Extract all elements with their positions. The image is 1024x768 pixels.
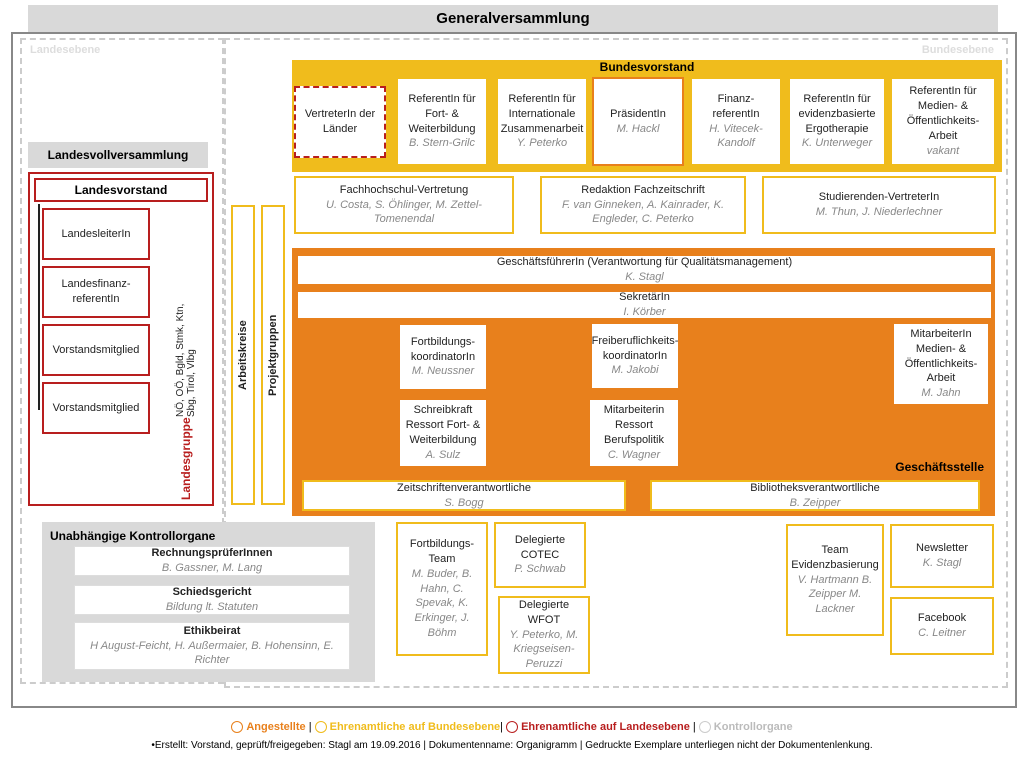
arbeitskreise-box (231, 205, 255, 505)
page-title: Generalversammlung (28, 5, 998, 32)
landesgruppe-frame (28, 172, 214, 506)
bv-member: ReferentIn für Internationale Zusammenar… (496, 77, 588, 166)
bundesebene-frame (224, 38, 1008, 688)
landes-member: Landesfinanz-referentIn (42, 266, 150, 318)
landesebene-frame (20, 38, 224, 684)
bundesvorstand-title: Bundesvorstand (599, 60, 695, 74)
gf-box: GeschäftsführerIn (Verantwortung für Qua… (296, 254, 993, 286)
bv-member: ReferentIn für Medien- & Öffentlichkeits… (890, 77, 996, 166)
footer-note: •Erstellt: Vorstand, geprüft/freigegeben… (151, 740, 873, 751)
projektgruppen-box (261, 205, 285, 505)
landesvorstand: Landesvorstand (34, 178, 208, 202)
landes-member: Vorstandsmitglied (42, 324, 150, 376)
kontroll-title: Unabhängige Kontrollorgane (50, 529, 216, 543)
arbeitskreise-label: Arbeitskreise (237, 320, 249, 390)
landesebene-label: Landesebene (30, 44, 101, 56)
landesgruppe-label: Landesgruppe NÖ, OÖ, Bgld, Stmk, Ktn, Sb… (175, 303, 197, 500)
bundesebene-label: Bundesebene (921, 44, 994, 56)
connector-line (38, 204, 40, 410)
projektgruppen-label: Projektgruppen (267, 314, 279, 396)
geschaeftsstelle-label: Geschäftsstelle (895, 460, 984, 474)
outer-frame (11, 32, 1017, 708)
legend: Angestellte | Ehrenamtliche auf Bundeseb… (0, 721, 1024, 734)
vertreter-laender: VertreterIn der Länder (294, 86, 386, 158)
landes-member: LandesleiterIn (42, 208, 150, 260)
gs-box: MitarbeiterIn Medien- & Öffentlichkeits-… (892, 322, 990, 406)
bv-member: ReferentIn für evidenzbasierte Ergothera… (788, 77, 886, 166)
landes-member: Vorstandsmitglied (42, 382, 150, 434)
landesvollversammlung: Landesvollversammlung (28, 142, 208, 168)
gs-box: Schreibkraft Ressort Fort- & Weiterbildu… (398, 398, 488, 468)
